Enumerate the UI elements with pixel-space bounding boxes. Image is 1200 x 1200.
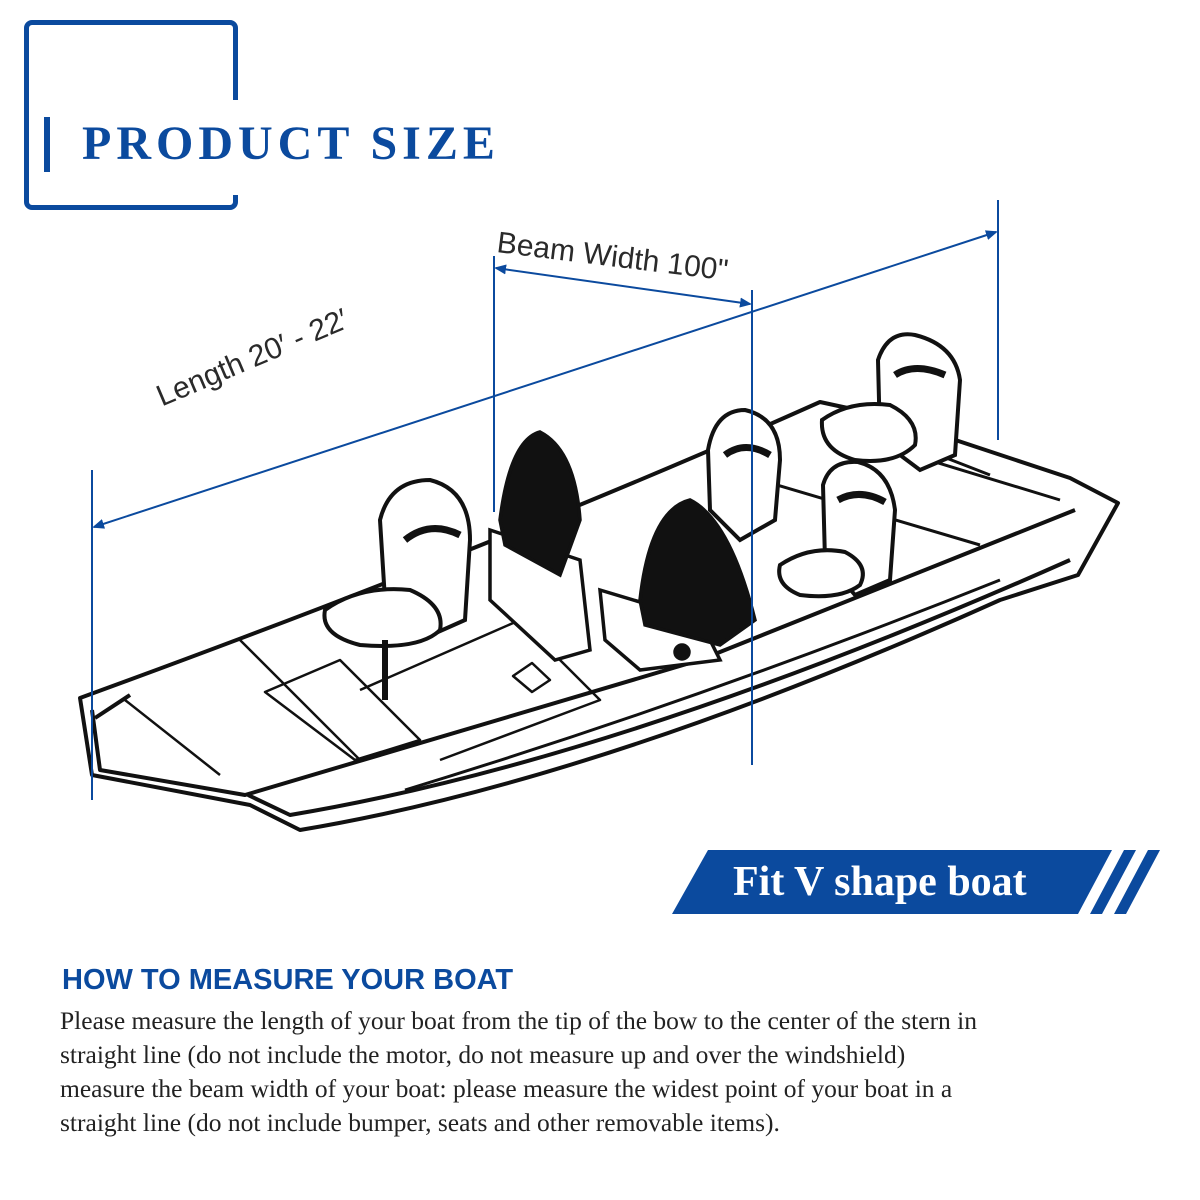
boat-diagram [78, 200, 1120, 832]
title-accent-bar [44, 117, 50, 172]
title-frame-gap [230, 100, 244, 195]
instruction-line: measure the beam width of your boat: ple… [60, 1074, 953, 1103]
instructions-title: HOW TO MEASURE YOUR BOAT [62, 964, 514, 996]
instruction-line: Please measure the length of your boat f… [60, 1006, 978, 1035]
instructions-body: Please measure the length of your boat f… [60, 1004, 1170, 1140]
instruction-line: straight line (do not include bumper, se… [60, 1108, 780, 1137]
fit-banner-label: Fit V shape boat [733, 859, 1027, 905]
page-title: PRODUCT SIZE [82, 117, 500, 170]
instruction-line: straight line (do not include the motor,… [60, 1040, 906, 1069]
dimension-lines [91, 200, 999, 800]
fit-banner-shape [672, 850, 1160, 914]
